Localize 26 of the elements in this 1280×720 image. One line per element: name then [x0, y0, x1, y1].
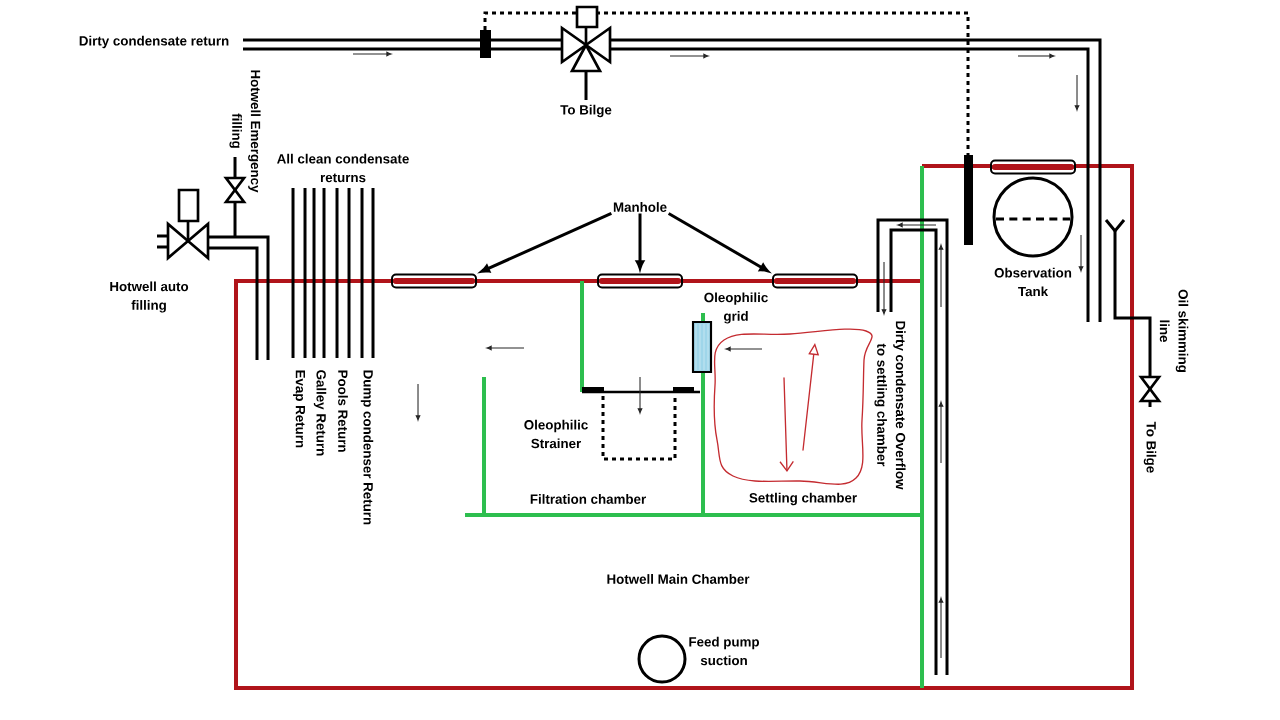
chamber-label: Filtration chamber: [530, 494, 646, 504]
pipe-label: All clean condensate returns: [277, 153, 409, 183]
leader-arrow: [667, 212, 769, 273]
pipe-label: Evap Return: [293, 370, 305, 448]
pipe-label: Hotwell auto filling: [110, 281, 189, 313]
pipe-label: Dirty condensate Overflow to settling chamber: [874, 321, 906, 490]
pipe-label: Dump condenser Return: [360, 370, 374, 525]
tank-label: Observation Tank: [994, 267, 1072, 297]
part-label: Oleophilic Strainer: [524, 419, 588, 449]
leader-arrow: [480, 212, 612, 273]
pipe-label: Dirty condensate return: [79, 35, 229, 49]
manhole-cover: [391, 273, 477, 289]
pipe-label: Galley Return: [313, 370, 327, 456]
part-label: Manhole: [613, 202, 667, 212]
pipe-label: To Bilge: [560, 104, 612, 118]
pipe-label: To Bilge: [1143, 421, 1157, 473]
part-label: Feed pump suction: [689, 636, 759, 666]
manhole-cover: [597, 273, 683, 289]
pipe-label: Hotwell Emergency filling: [229, 70, 261, 193]
pipe-label: Pools Return: [338, 370, 348, 452]
manhole-cover: [772, 273, 858, 289]
chamber-label: Hotwell Main Chamber: [607, 574, 750, 584]
chamber-label: Settling chamber: [749, 492, 857, 506]
part-label: Oleophilic grid: [704, 292, 768, 324]
manhole-cover: [990, 159, 1076, 175]
pipe-label: Oil skimming line: [1159, 289, 1189, 372]
